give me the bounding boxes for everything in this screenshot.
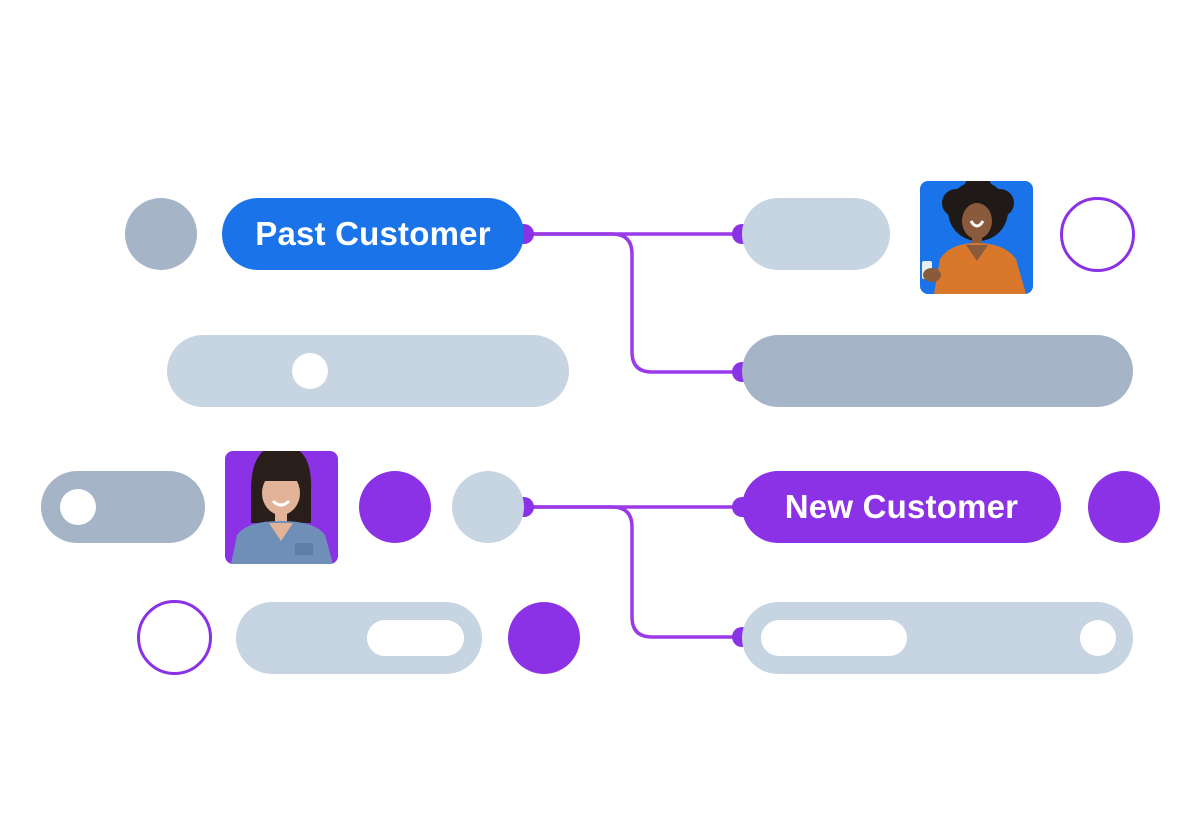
purple-dot xyxy=(359,471,431,543)
past-customer-label: Past Customer xyxy=(255,215,491,252)
toggle-knob xyxy=(1080,620,1116,656)
toggle-track xyxy=(167,335,569,407)
inner-white-pill xyxy=(761,620,907,656)
connector-past-to-bottom xyxy=(524,232,742,374)
person-bangs-icon xyxy=(231,451,333,564)
avatar-curly-hair xyxy=(920,181,1033,294)
purple-dot xyxy=(1088,471,1160,543)
placeholder-pill-wide xyxy=(742,335,1133,407)
avatar-bangs xyxy=(225,451,338,564)
purple-dot xyxy=(508,602,580,674)
toggle-knob xyxy=(292,353,328,389)
placeholder-pill xyxy=(742,198,890,270)
past-customer-pill[interactable]: Past Customer xyxy=(222,198,524,270)
person-curly-hair-icon xyxy=(922,181,1026,294)
gray-dot xyxy=(452,471,524,543)
gray-dot xyxy=(125,198,197,270)
connector-start-to-bottom xyxy=(524,505,742,639)
outline-circle xyxy=(1060,197,1135,272)
outline-circle xyxy=(137,600,212,675)
toggle-knob xyxy=(60,489,96,525)
new-customer-pill[interactable]: New Customer xyxy=(742,471,1061,543)
new-customer-label: New Customer xyxy=(784,488,1019,525)
inner-white-pill xyxy=(367,620,464,656)
